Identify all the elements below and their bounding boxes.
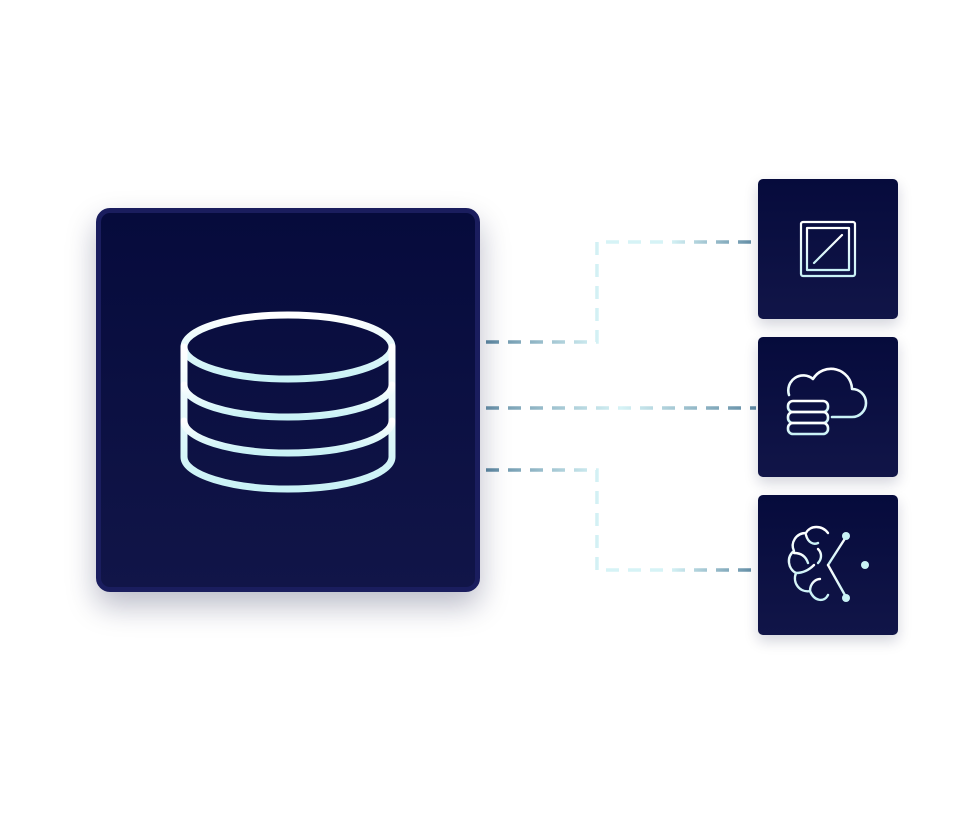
database-icon xyxy=(180,311,396,493)
cpu-tile xyxy=(758,179,898,319)
cloud-tile xyxy=(758,337,898,477)
cloud-database-icon xyxy=(786,367,868,436)
ai-brain-network-icon xyxy=(787,525,869,602)
connector-to-cpu xyxy=(486,240,756,344)
database-tile xyxy=(96,208,480,592)
ai-tile xyxy=(758,495,898,635)
cpu-chip-icon xyxy=(786,207,870,291)
connector-to-ai xyxy=(486,468,756,572)
